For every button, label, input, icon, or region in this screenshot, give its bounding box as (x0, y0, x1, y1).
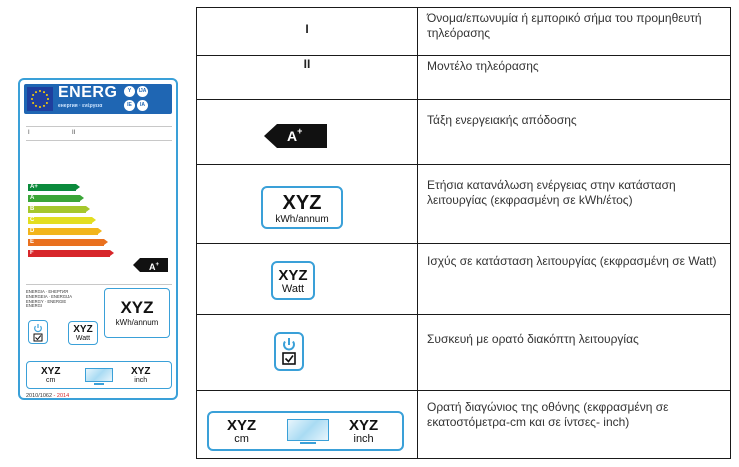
description-cell: Τάξη ενεργειακής απόδοσης (417, 99, 731, 165)
label-inch-value: XYZ (131, 366, 151, 377)
scale-bar-a: A (28, 195, 84, 202)
label-inch-group: XYZ inch (131, 366, 150, 384)
description-cell: Συσκευή με ορατό διακόπτη λειτουργίας (417, 314, 731, 391)
cm-value: XYZ (227, 417, 257, 434)
kwh-annum-box: XYZ kWh/annum (261, 186, 343, 229)
inch-group: XYZ inch (349, 418, 378, 445)
label-inch-unit: inch (134, 377, 148, 384)
label-header: ENERG енергия · ενέργεια Y IJA IE IA (24, 84, 172, 114)
power-switch-icon (282, 338, 296, 365)
lang-badge: Y (124, 86, 135, 97)
regulation-number: 2010/1062 (26, 393, 52, 399)
lang-badge: IE (124, 100, 135, 111)
label-watt-value: XYZ (73, 324, 93, 335)
label-cm-unit: cm (46, 377, 56, 384)
label-model-mark: II (72, 130, 76, 136)
scale-bar-b: B (28, 206, 90, 213)
label-diagonal-box: XYZ cm XYZ inch (26, 361, 172, 389)
watt-unit: Watt (281, 283, 305, 295)
watt-value: XYZ (278, 267, 308, 284)
regulation-year: 2014 (56, 393, 70, 399)
symbol-cell (196, 314, 418, 391)
table-row: XYZ cm XYZ inch Ορατή διαγώνιος της οθόν… (196, 390, 731, 459)
energy-words: ENERGIA · ЕНЕРГИЯ ENERGEIA · ENERGIJA EN… (26, 289, 73, 309)
label-divider (26, 284, 172, 285)
footer-separator: - (52, 393, 57, 399)
power-switch-icon (33, 324, 43, 342)
energy-word: ENERGEIA · ENERGIJA (26, 293, 73, 299)
table-row: XYZ Watt Ισχύς σε κατάσταση λειτουργίας … (196, 243, 731, 315)
energy-class-letter: A (287, 128, 298, 144)
scale-bar-d: D (28, 228, 102, 235)
diagonal-box: XYZ cm XYZ inch (207, 411, 404, 451)
table-row: XYZ kWh/annum Ετήσια κατανάλωση ενέργεια… (196, 164, 731, 244)
cm-group: XYZ cm (227, 418, 256, 445)
scale-bar-e: E (28, 239, 108, 246)
description-cell: Ετήσια κατανάλωση ενέργειας στην κατάστα… (417, 164, 731, 244)
label-supplier-mark: I (28, 130, 30, 136)
label-kwh-box: XYZ kWh/annum (104, 288, 170, 338)
symbol-cell: II (196, 55, 418, 100)
scale-bar-c: C (28, 217, 96, 224)
symbol-cell: XYZ cm XYZ inch (196, 390, 418, 459)
screen-icon (85, 368, 113, 385)
table-row: Συσκευή με ορατό διακόπτη λειτουργίας (196, 314, 731, 391)
symbol-cell: I (196, 7, 418, 56)
label-cm-value: XYZ (41, 366, 61, 377)
label-footer: 2010/1062 - 2014 (26, 393, 69, 399)
legend-table: I Όνομα/επωνυμία ή εμπορικό σήμα του προ… (196, 7, 731, 459)
watt-box: XYZ Watt (271, 261, 315, 300)
kwh-unit: kWh/annum (275, 214, 329, 225)
inch-value: XYZ (349, 417, 379, 434)
energy-class-sup: + (297, 126, 303, 136)
label-cm-group: XYZ cm (41, 366, 60, 384)
inch-unit: inch (353, 433, 374, 445)
scale-bar-a-plus: A+ (28, 184, 80, 191)
description-cell: Ορατή διαγώνιος της οθόνης (εκφρασμένη σ… (417, 390, 731, 459)
label-switch-box (28, 320, 48, 344)
screen-icon (287, 419, 329, 444)
label-class-sup: + (155, 262, 160, 268)
label-kwh-value: XYZ (120, 298, 154, 317)
kwh-value: XYZ (282, 192, 322, 214)
lang-badge: IA (137, 100, 148, 111)
symbol-cell: XYZ Watt (196, 243, 418, 315)
table-row: II Μοντέλο τηλεόρασης (196, 55, 731, 100)
description-cell: Μοντέλο τηλεόρασης (417, 55, 731, 100)
energy-word: ENERGIA · ЕНЕРГИЯ (26, 289, 69, 294)
energ-title: ENERG (58, 84, 118, 101)
label-class-arrow: A+ (133, 258, 168, 272)
model-symbol: II (303, 57, 311, 71)
cm-unit: cm (234, 433, 249, 445)
label-watt-unit: Watt (75, 335, 91, 342)
eu-flag-icon (27, 87, 53, 111)
lang-badge: IJA (137, 86, 148, 97)
label-class-letter: A (149, 262, 156, 272)
energ-subtitle: енергия · ενέργεια (58, 103, 103, 109)
description-cell: Ισχύς σε κατάσταση λειτουργίας (εκφρασμέ… (417, 243, 731, 315)
label-kwh-unit: kWh/annum (115, 318, 159, 327)
table-row: A+ Τάξη ενεργειακής απόδοσης (196, 99, 731, 165)
energy-word: ENERGI (26, 303, 43, 309)
supplier-symbol: I (305, 22, 309, 36)
symbol-cell: XYZ kWh/annum (196, 164, 418, 244)
label-divider (26, 126, 172, 127)
energy-label: ENERG енергия · ενέργεια Y IJA IE IA I I… (18, 78, 178, 400)
description-cell: Όνομα/επωνυμία ή εμπορικό σήμα του προμη… (417, 7, 731, 56)
energy-class-arrow: A+ (264, 124, 327, 148)
label-divider (26, 140, 172, 141)
label-watt-box: XYZ Watt (68, 321, 98, 345)
scale-bar-f: F (28, 250, 114, 257)
table-row: I Όνομα/επωνυμία ή εμπορικό σήμα του προ… (196, 7, 731, 56)
energy-word: ENERGY · ENERGIE (26, 298, 67, 304)
symbol-cell: A+ (196, 99, 418, 165)
power-switch-box (274, 332, 304, 371)
